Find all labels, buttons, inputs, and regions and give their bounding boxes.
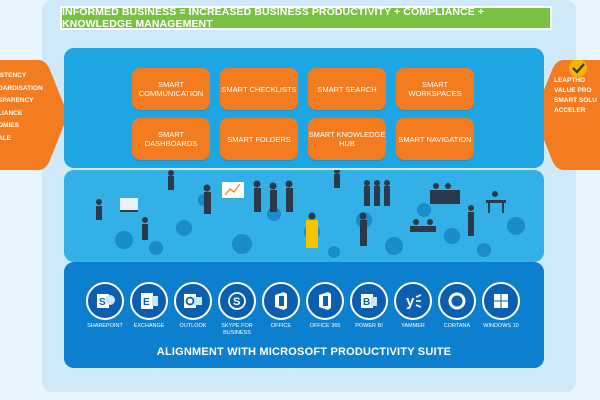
yammer-icon: y: [394, 282, 432, 320]
tile-smart-navigation[interactable]: SMART NAVIGATION: [396, 118, 474, 160]
left-callout-item: DARDISATION: [0, 84, 43, 92]
product-office-365[interactable]: OFFICE 365: [303, 282, 347, 330]
product-outlook[interactable]: OUTLOOK: [171, 282, 215, 330]
tile-smart-search[interactable]: SMART SEARCH: [308, 68, 386, 110]
header-banner: INFORMED BUSINESS = INCREASED BUSINESS P…: [60, 6, 552, 30]
suite-caption: ALIGNMENT WITH MICROSOFT PRODUCTIVITY SU…: [156, 346, 452, 358]
office365-icon: [306, 282, 344, 320]
right-callout-shape: [534, 60, 600, 170]
left-callout-item: LIANCE: [0, 109, 23, 117]
left-callout-item: SPARENCY: [0, 97, 34, 104]
left-callout: ISTENCY DARDISATION SPARENCY LIANCE OMIE…: [0, 60, 68, 170]
tile-smart-communication[interactable]: SMART COMMUNICATION: [132, 68, 210, 110]
right-callout-line: LEAPTHO: [554, 77, 586, 84]
product-exchange[interactable]: E EXCHANGE: [127, 282, 171, 330]
product-power-bi[interactable]: B POWER BI: [347, 282, 391, 330]
sharepoint-icon: S: [86, 282, 124, 320]
right-callout: LEAPTHO VALUE PRO SMART SOLU ACCELER: [534, 60, 600, 170]
tile-smart-dashboards[interactable]: SMART DASHBOARDS: [132, 118, 210, 160]
windows-icon: [482, 282, 520, 320]
svg-text:E: E: [143, 297, 150, 308]
checkmark-badge-icon: [569, 60, 587, 77]
collaboration-illustration: [96, 170, 525, 258]
gears-icon: [115, 194, 525, 258]
svg-text:y: y: [406, 293, 415, 310]
outlook-icon: [174, 282, 212, 320]
smart-features-layer: SMART COMMUNICATION SMART CHECKLISTS SMA…: [64, 48, 544, 168]
powerbi-icon: B: [350, 282, 388, 320]
left-callout-shape: [0, 60, 68, 170]
left-callout-list: ISTENCY DARDISATION SPARENCY LIANCE OMIE…: [0, 70, 43, 145]
left-callout-item: OMIES: [0, 122, 19, 129]
svg-text:S: S: [233, 296, 240, 308]
product-sharepoint[interactable]: S SHAREPOINT: [83, 282, 127, 330]
cortana-icon: [438, 282, 476, 320]
right-callout-line: ACCELER: [554, 107, 586, 114]
product-office[interactable]: OFFICE: [259, 282, 303, 330]
collaboration-illustration-layer: [64, 170, 544, 262]
svg-text:B: B: [363, 297, 370, 308]
right-callout-line: VALUE PRO: [554, 87, 592, 94]
header-title: INFORMED BUSINESS = INCREASED BUSINESS P…: [62, 6, 485, 30]
right-callout-line: SMART SOLU: [554, 97, 597, 104]
tile-smart-workspaces[interactable]: SMART WORKSPACES: [396, 68, 474, 110]
right-callout-text: LEAPTHO VALUE PRO SMART SOLU ACCELER: [554, 76, 597, 116]
product-skype-for-business[interactable]: S SKYPE FOR BUSINESS: [215, 282, 259, 337]
tile-smart-checklists[interactable]: SMART CHECKLISTS: [220, 68, 298, 110]
tile-smart-knowledge-hub[interactable]: SMART KNOWLEDGE HUB: [308, 118, 386, 160]
left-callout-item: ALE: [0, 134, 11, 142]
left-callout-item: ISTENCY: [0, 72, 27, 79]
office-icon: [262, 282, 300, 320]
skype-icon: S: [218, 282, 256, 320]
exchange-icon: E: [130, 282, 168, 320]
people-icon: [96, 170, 506, 248]
microsoft-suite-layer: S SHAREPOINT E EXCHANGE OUTLOOK S SKYPE …: [64, 262, 544, 368]
product-yammer[interactable]: y YAMMER: [391, 282, 435, 330]
tile-smart-folders[interactable]: SMART FOLDERS: [220, 118, 298, 160]
product-cortana[interactable]: CORTANA: [435, 282, 479, 330]
product-windows-10[interactable]: WINDOWS 10: [479, 282, 523, 330]
svg-text:S: S: [99, 297, 106, 308]
